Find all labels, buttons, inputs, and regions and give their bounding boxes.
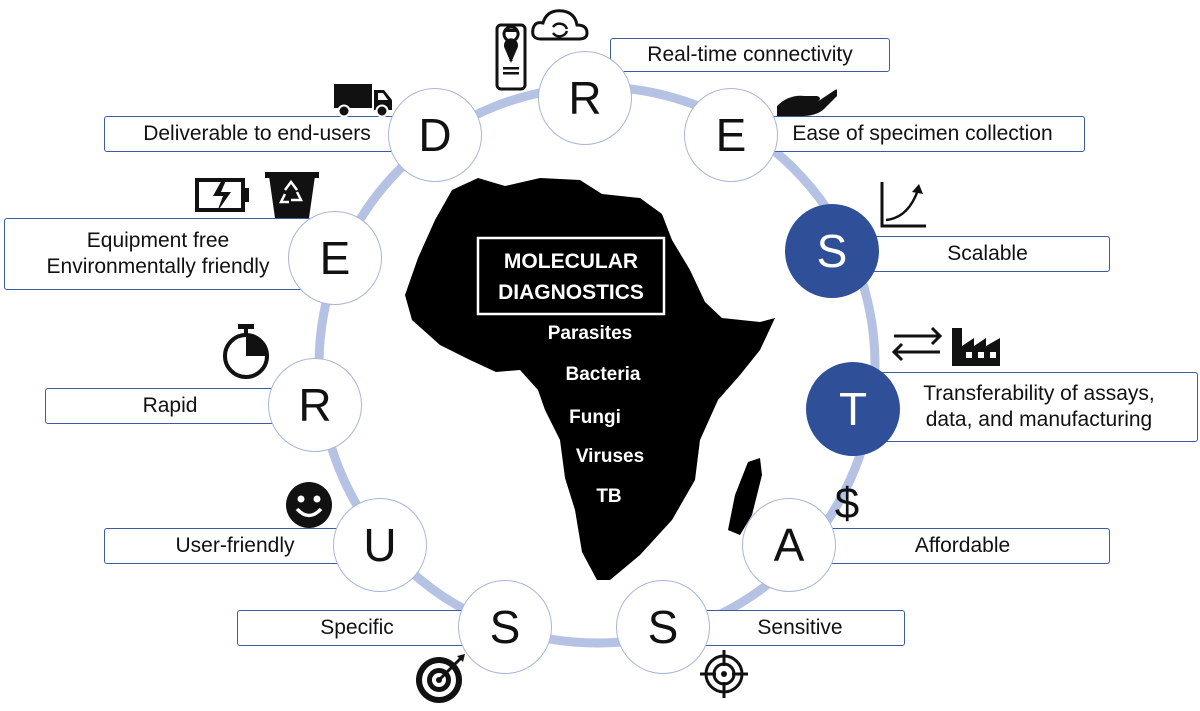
pathogen-bacteria: Bacteria — [566, 364, 641, 385]
crosshair-icon — [698, 648, 750, 700]
label-box-affordable: Affordable — [815, 528, 1110, 564]
label-box-sensitive: Sensitive — [695, 610, 905, 646]
pathogen-tb: TB — [596, 486, 621, 507]
smiley-icon — [284, 480, 334, 530]
letter-node-a-5: A — [742, 498, 836, 592]
label-box-real-time-connectivity: Real-time connectivity — [610, 38, 890, 72]
label-box-specific: Specific — [237, 610, 477, 646]
africa-map — [405, 178, 775, 580]
label-text: Rapid — [142, 393, 198, 417]
label-box-ease-of-specimen-collection: Ease of specimen collection — [760, 116, 1085, 152]
label-box-deliverable-to-end-users: Deliverable to end-users — [104, 116, 410, 152]
label-text: Affordable — [914, 533, 1011, 557]
label-box-transferability-of-assays: Transferability of assays, data, and manu… — [880, 372, 1198, 442]
letter-node-d-11: D — [388, 88, 482, 182]
letter-node-s-6: S — [616, 580, 710, 674]
letter-node-u-8: U — [333, 498, 427, 592]
target-dart-icon — [413, 652, 467, 706]
label-text: Transferability of assays, — [923, 381, 1155, 405]
label-text: Scalable — [947, 241, 1028, 265]
label-text: Specific — [320, 615, 394, 639]
svg-text:$: $ — [835, 479, 859, 528]
label-text: Equipment free — [86, 228, 230, 252]
label-box-rapid: Rapid — [45, 388, 295, 424]
letter-node-r-1: R — [538, 51, 632, 145]
battery-recycle-icon — [193, 170, 321, 220]
phone-location-cloud-sync-icon — [495, 5, 605, 93]
dollar-icon: $ — [832, 478, 862, 528]
letter-node-s-7: S — [458, 580, 552, 674]
label-box-scalable: Scalable — [865, 236, 1110, 272]
pathogen-viruses: Viruses — [576, 446, 644, 467]
letter-node-e-10: E — [288, 211, 382, 305]
label-text: Sensitive — [757, 615, 843, 639]
pathogen-parasites: Parasites — [548, 323, 633, 344]
label-text: Real-time connectivity — [647, 42, 853, 66]
label-text: Environmentally friendly — [46, 255, 270, 278]
growth-curve-icon — [878, 180, 928, 230]
letter-node-s-3: S — [785, 204, 879, 298]
hand-icon — [775, 82, 841, 116]
center-title-frame — [476, 236, 666, 316]
label-box-user-friendly: User-friendly — [104, 528, 366, 564]
madagascar-shape — [728, 458, 762, 535]
letter-node-e-2: E — [684, 88, 778, 182]
center-title-line-1: MOLECULAR — [504, 250, 638, 273]
label-text: data, and manufacturing — [925, 408, 1153, 431]
truck-icon — [332, 82, 394, 118]
label-text: Ease of specimen collection — [792, 121, 1053, 145]
transfer-factory-icon — [890, 318, 1005, 368]
letter-node-t-4: T — [806, 362, 900, 456]
label-text: User-friendly — [175, 533, 295, 557]
label-text: Deliverable to end-users — [143, 121, 371, 145]
center-title-line-2: DIAGNOSTICS — [498, 281, 644, 304]
pathogen-fungi: Fungi — [569, 407, 621, 428]
stopwatch-icon — [220, 322, 272, 380]
letter-node-r-9: R — [268, 358, 362, 452]
